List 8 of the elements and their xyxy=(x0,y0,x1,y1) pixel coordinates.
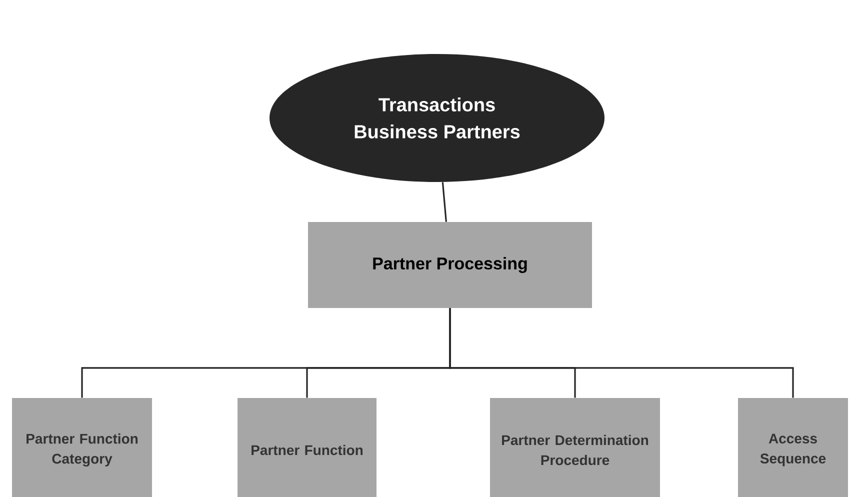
process-box: Access Sequence xyxy=(738,398,848,497)
ellipse-node: Transactions Business Partners xyxy=(270,54,604,182)
process-box: Partner Processing xyxy=(308,222,592,308)
process-box: Partner Function Category xyxy=(12,398,152,497)
connector-line xyxy=(442,182,447,222)
connector-line xyxy=(449,308,794,398)
process-box: Partner Function xyxy=(238,398,376,497)
process-box: Partner Determination Procedure xyxy=(490,398,660,497)
